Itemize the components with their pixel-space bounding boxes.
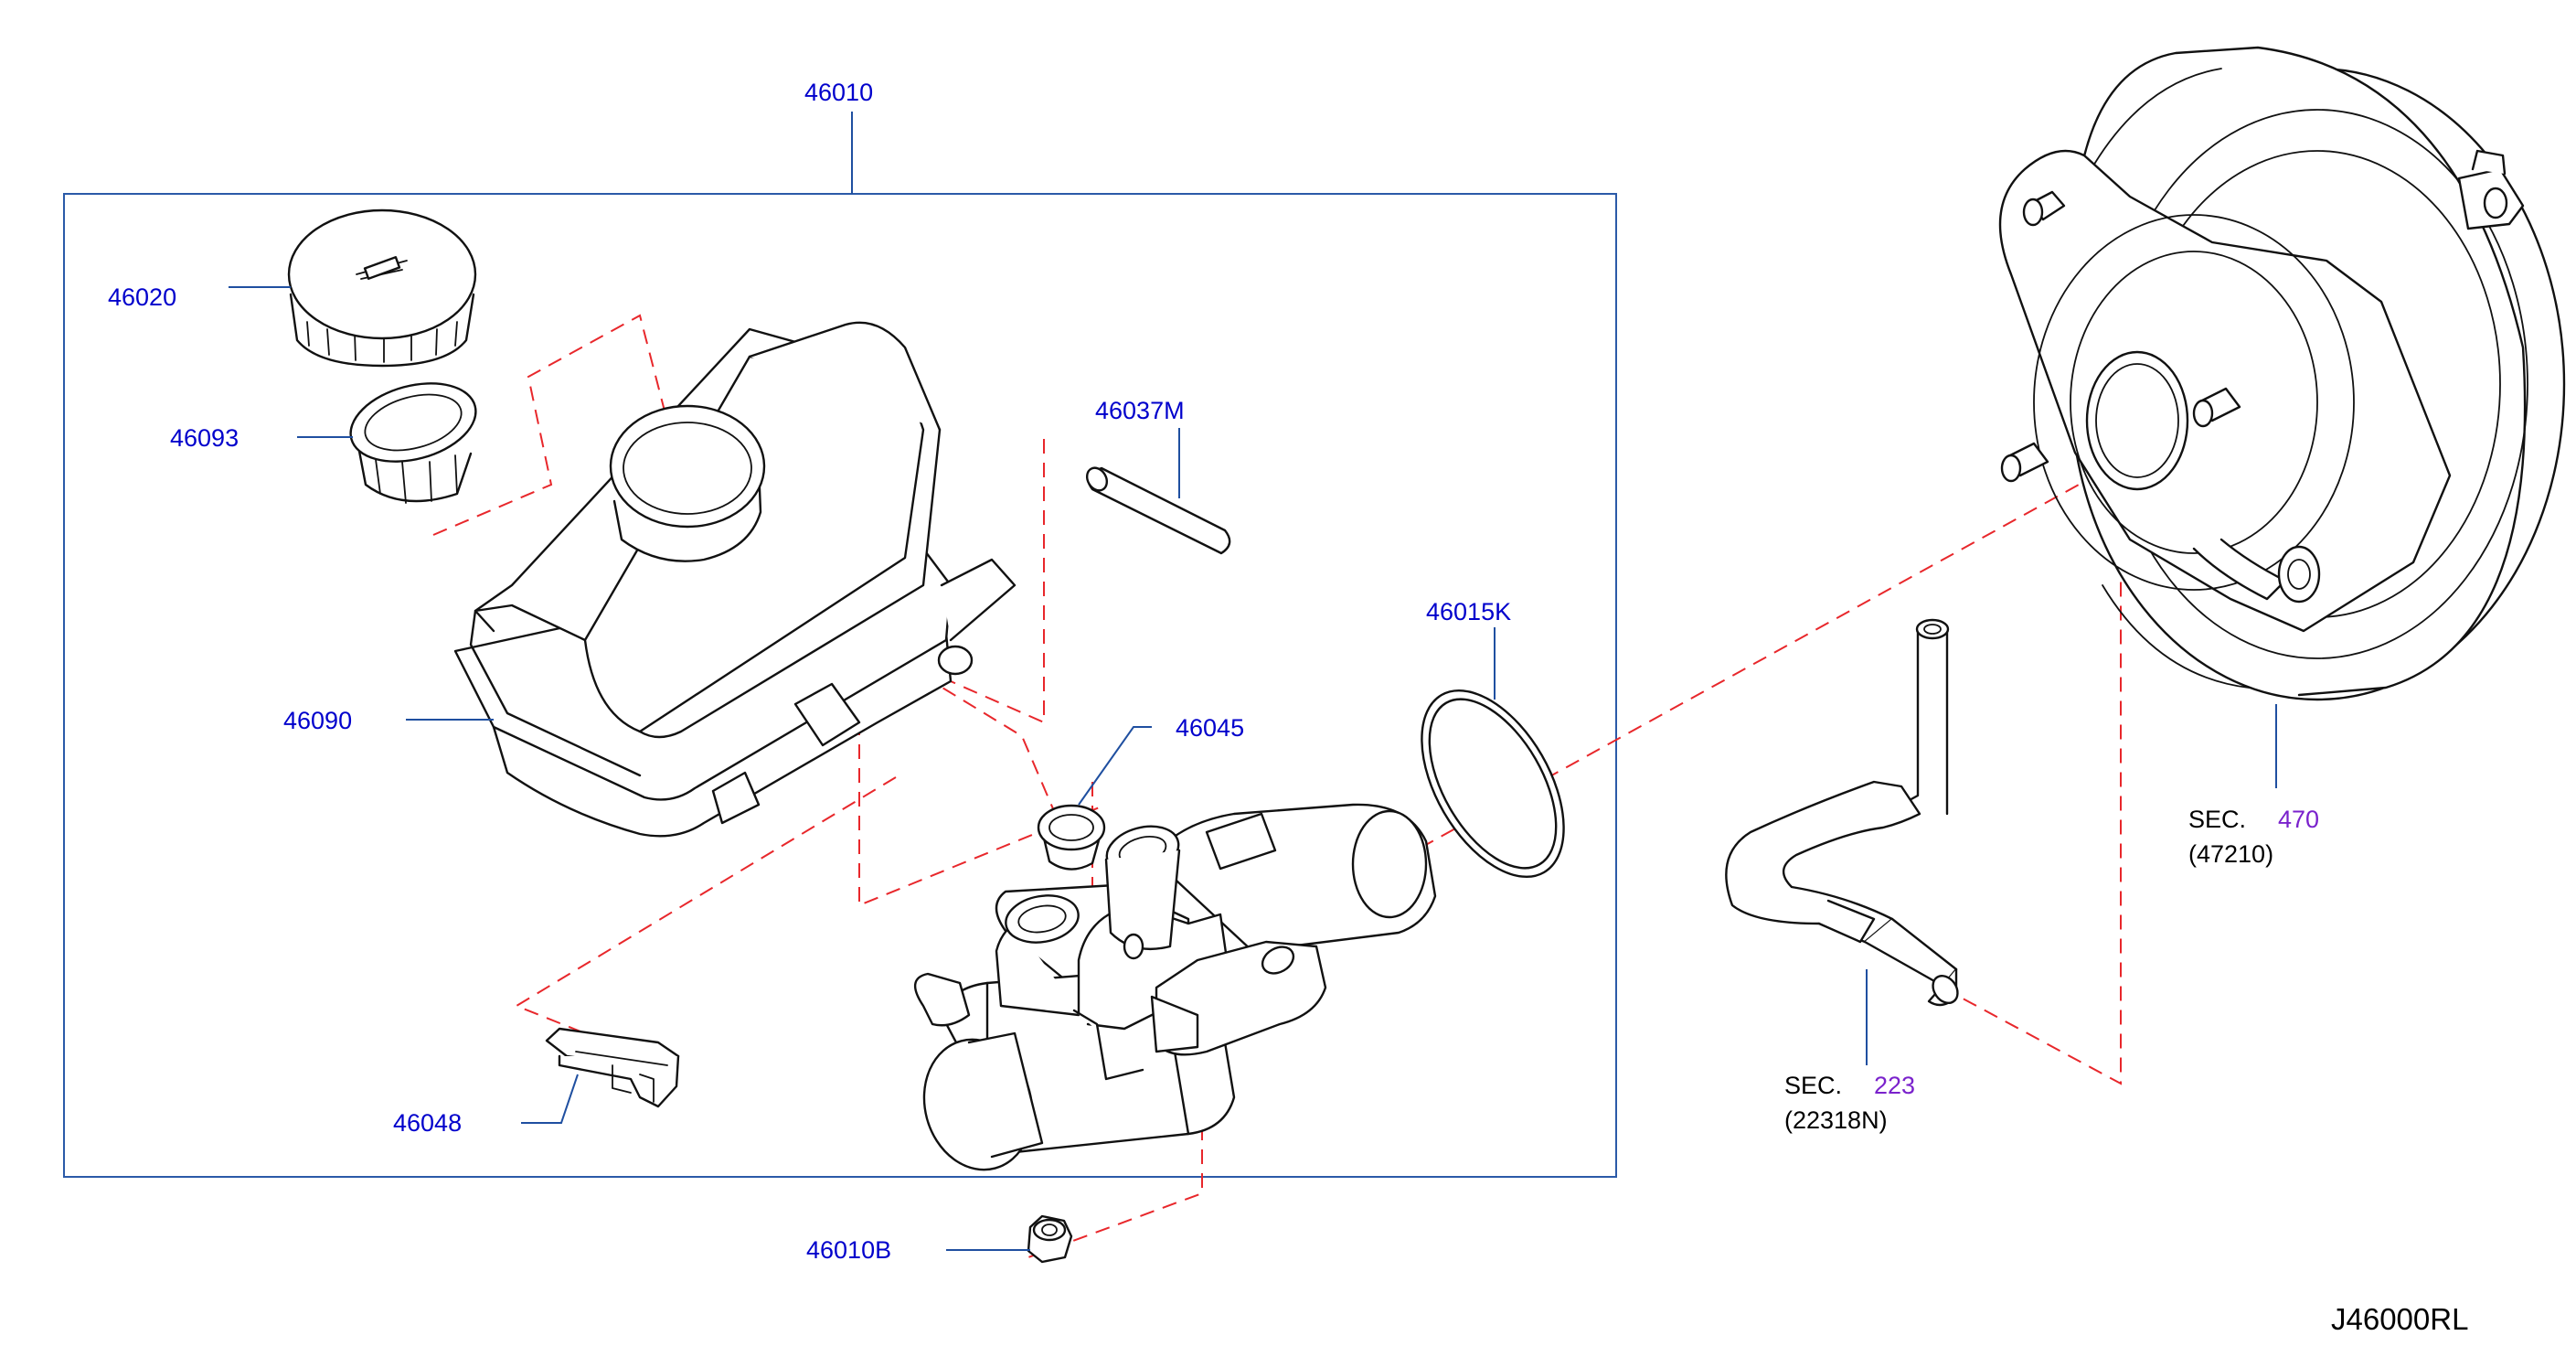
assembly-frame [63, 193, 1617, 1178]
label-46020: 46020 [108, 283, 176, 311]
label-46010: 46010 [804, 79, 873, 106]
label-46037M: 46037M [1095, 397, 1185, 424]
leader-46045 [1078, 726, 1152, 806]
strainer-46093 [349, 382, 477, 504]
master-cylinder [914, 803, 1437, 1171]
nut-46010B [1027, 1214, 1073, 1264]
grommet-46045 [1037, 804, 1106, 871]
o-ring-46015K [1421, 689, 1565, 879]
label-46090: 46090 [283, 707, 352, 734]
brake-booster [1998, 46, 2566, 701]
label-46010B: 46010B [806, 1236, 891, 1264]
diagram-code: J46000RL [2331, 1302, 2468, 1336]
vacuum-hose [1725, 618, 1959, 1007]
section-470-number: 470 [2278, 806, 2319, 833]
label-46093: 46093 [170, 424, 239, 452]
pin-46037M [1085, 466, 1231, 555]
clip-46048 [545, 1027, 680, 1108]
section-223-part: (22318N) [1784, 1106, 1888, 1134]
label-46015K: 46015K [1426, 598, 1511, 625]
leader-46048 [521, 1074, 579, 1124]
section-223-number: 223 [1874, 1072, 1915, 1099]
label-46045: 46045 [1176, 714, 1244, 742]
reservoir-cap-46020 [287, 208, 477, 368]
label-46048: 46048 [393, 1109, 462, 1137]
section-470-prefix: SEC. [2188, 806, 2246, 833]
reservoir-tank-46090 [453, 321, 1017, 838]
section-223-prefix: SEC. [1784, 1072, 1842, 1099]
section-470-part: (47210) [2188, 840, 2273, 868]
